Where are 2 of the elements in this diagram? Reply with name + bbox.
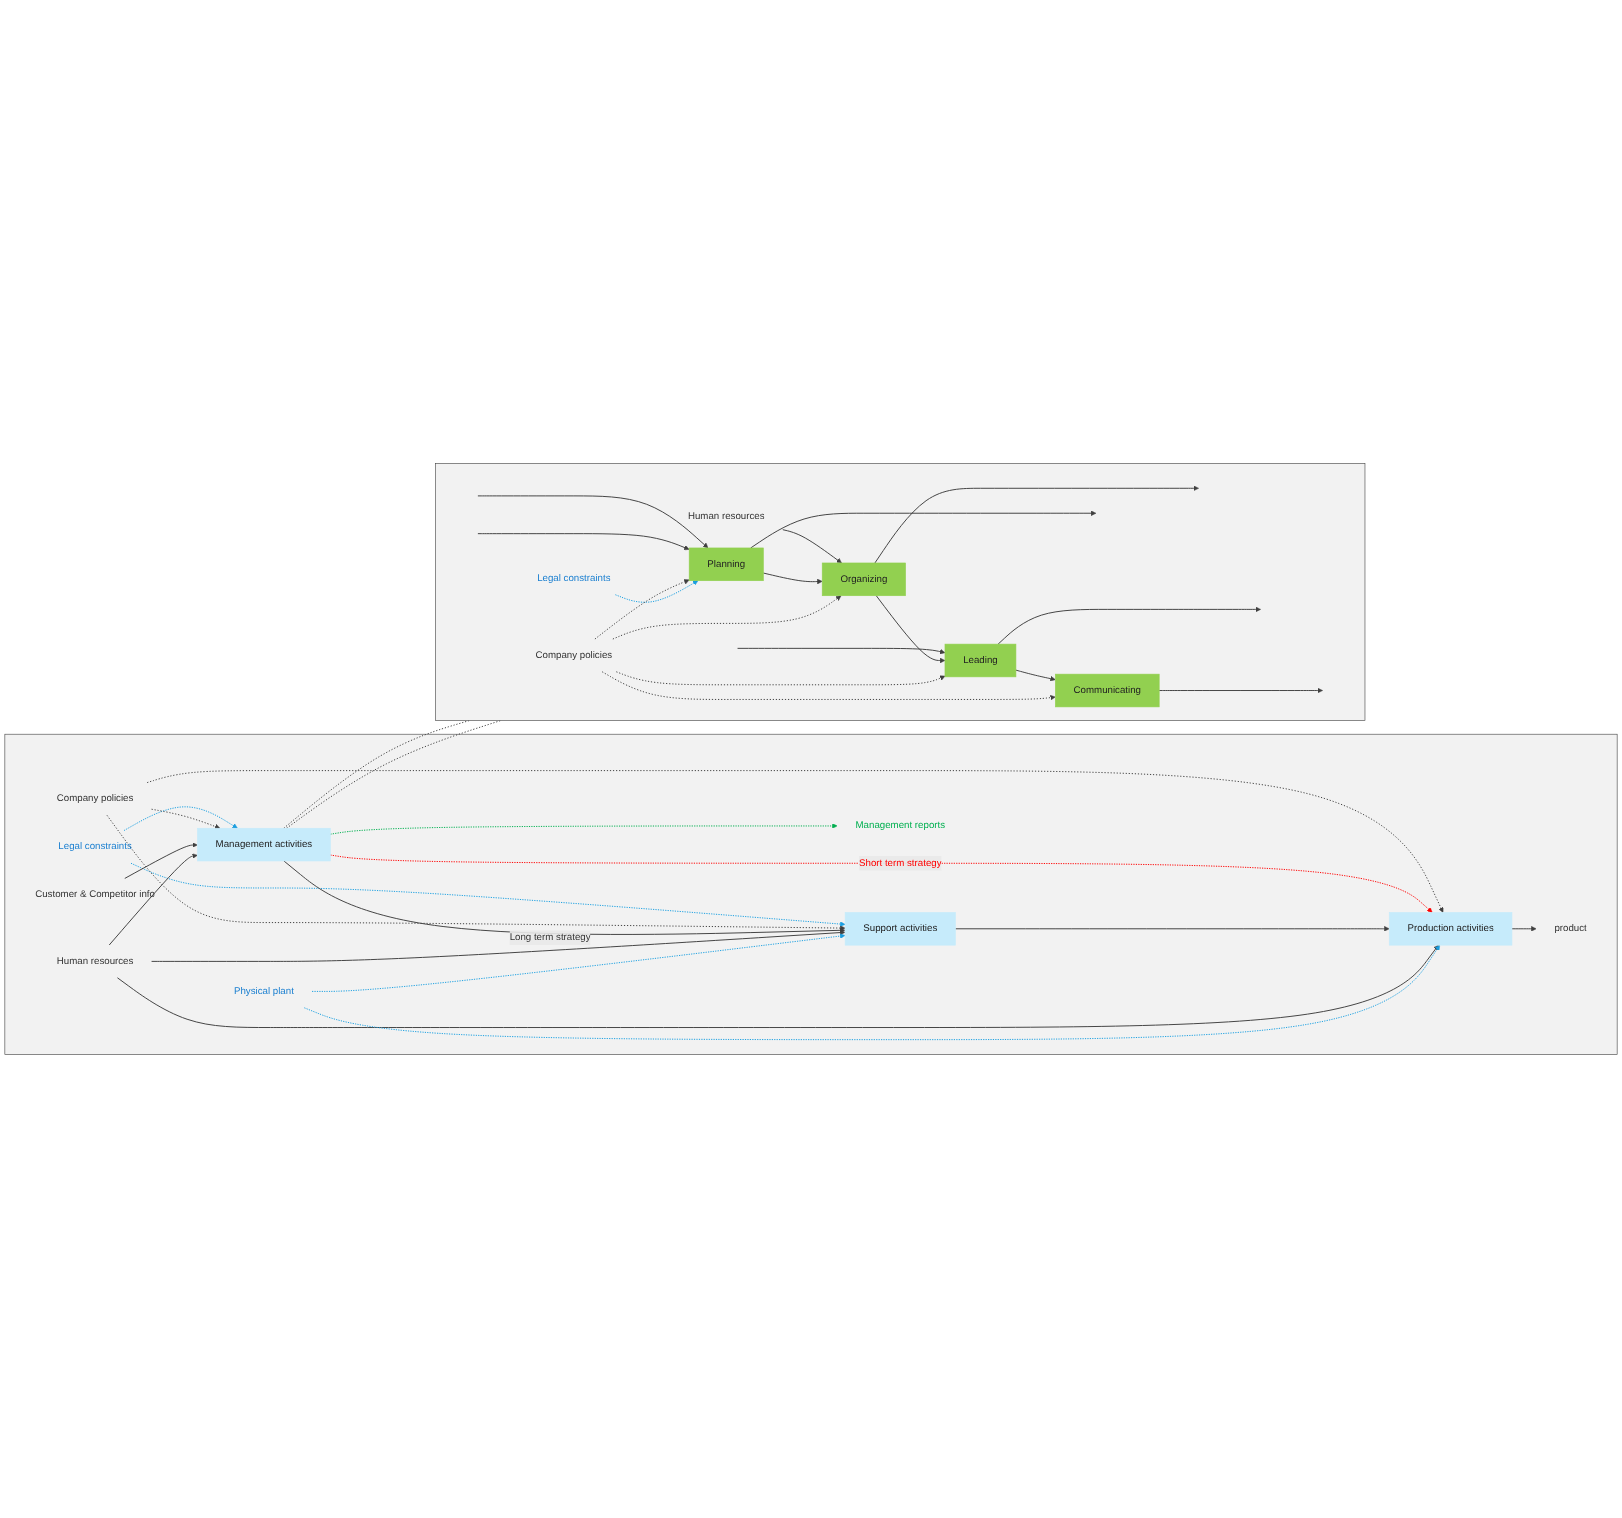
- panel-frame: [435, 463, 1366, 721]
- panel-frame: [4, 733, 1618, 1055]
